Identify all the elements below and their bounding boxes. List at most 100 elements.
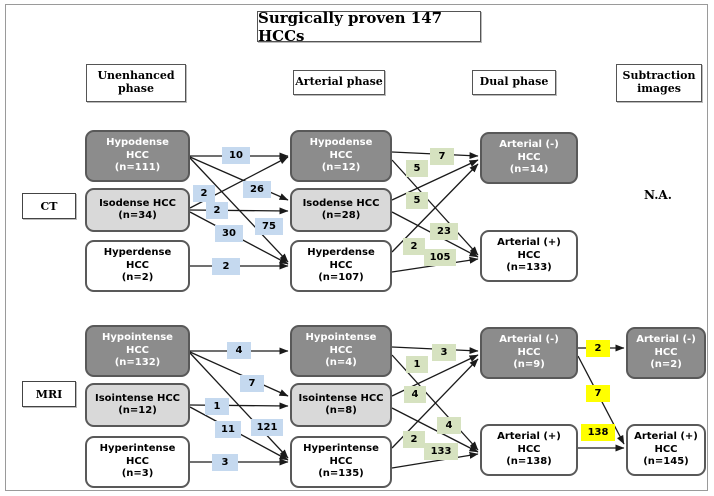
mri-edge-label-hyperintense-to-arterial-positive: 133 [424,443,458,460]
mri-edge-label-hyperintense-to-hyperintense: 3 [212,454,238,471]
ct-edge-label-isodense-to-arterial-positive: 23 [430,223,458,240]
node-line2: HCC [125,259,150,271]
node-line1: Arterial (-) [636,334,696,346]
ct-dual-arterial-positive[interactable]: Arterial (+) HCC (n=133) [480,230,578,282]
ct-edge-label-isodense-to-isodense: 2 [206,202,228,219]
mri-subtraction-arterial-negative[interactable]: Arterial (-) HCC (n=2) [626,327,706,379]
node-line1: Hyperintense [303,443,379,455]
mri-subtraction-arterial-positive[interactable]: Arterial (+) HCC (n=145) [626,424,706,476]
ct-unenhanced-isodense[interactable]: Isodense HCC (n=34) [85,188,190,232]
header-dual-phase: Dual phase [472,70,556,95]
node-line1: Isodense HCC [99,197,176,209]
node-line2: HCC [329,344,353,356]
header-arterial-label: Arterial phase [295,75,383,89]
node-count: (n=132) [114,357,161,369]
node-line2: HCC [329,259,353,271]
node-count: (n=12) [118,405,157,416]
mri-arterial-isointense[interactable]: Isointense HCC (n=8) [290,383,392,427]
node-line1: Hypodense [309,137,373,149]
node-count: (n=9) [513,359,545,371]
node-line1: Isodense HCC [302,197,380,209]
node-line1: Arterial (-) [499,139,559,151]
mri-arterial-hypointense[interactable]: Hypointense HCC (n=4) [290,325,392,377]
header-subtraction-line2: images [637,82,681,95]
mri-edge-label-isointense-to-arterial-negative: 4 [404,386,426,403]
node-count: (n=8) [325,405,357,416]
mri-edge-label-hypointense-to-isointense: 7 [240,375,264,392]
row-label-ct-text: CT [40,199,58,213]
header-unenhanced-phase: Unenhanced phase [86,64,186,102]
mri-unenhanced-isointense[interactable]: Isointense HCC (n=12) [85,383,190,427]
mri-edge-label-hypointense-to-hyperintense: 121 [251,419,283,436]
node-line1: Hypointense [102,332,173,344]
ct-edge-label-hypodense-to-arterial-positive: 5 [406,160,428,177]
node-line1: Isointense HCC [298,392,384,404]
node-line1: Hyperdense [307,247,375,259]
mri-edge-label-dual-positive-to-subtraction-positive: 138 [581,424,615,441]
mri-edge-label-hypointense-to-hypointense: 4 [227,342,251,359]
node-count: (n=4) [325,357,357,369]
mri-unenhanced-hypointense[interactable]: Hypointense HCC (n=132) [85,325,190,377]
ct-edge-label-hypodense-to-arterial-negative: 7 [430,148,454,165]
mri-edge-label-hypointense-to-arterial-positive: 1 [406,356,428,373]
mri-edge-label-dual-negative-to-subtraction-positive: 7 [586,385,610,402]
node-line1: Arterial (+) [497,431,561,443]
node-line1: Arterial (+) [497,237,561,249]
node-line2: HCC [125,149,150,161]
header-dual-label: Dual phase [479,75,549,89]
node-line1: Hyperdense [103,247,172,259]
node-line2: HCC [517,249,541,261]
node-line2: HCC [329,149,353,161]
row-label-ct: CT [22,193,76,219]
node-count: (n=135) [318,468,364,480]
node-count: (n=14) [509,164,549,176]
ct-edge-label-hyperdense-to-arterial-negative: 2 [403,238,425,255]
header-unenhanced-line2: phase [117,82,154,95]
node-count: (n=28) [321,210,361,221]
node-line1: Hypointense [305,332,377,344]
node-line1: Arterial (-) [499,334,559,346]
header-unenhanced-line1: Unenhanced [97,69,175,83]
node-line2: HCC [329,455,353,467]
ct-subtraction-not-applicable: N.A. [644,188,672,202]
node-count: (n=2) [650,359,682,371]
node-line2: HCC [125,455,150,467]
node-count: (n=3) [121,468,154,480]
ct-dual-arterial-negative[interactable]: Arterial (-) HCC (n=14) [480,132,578,184]
header-subtraction-images: Subtraction images [616,64,702,102]
ct-unenhanced-hyperdense[interactable]: Hyperdense HCC (n=2) [85,240,190,292]
header-arterial-phase: Arterial phase [293,70,385,95]
row-label-mri: MRI [22,381,76,407]
ct-edge-label-isodense-to-arterial-negative: 5 [406,192,428,209]
ct-arterial-hypodense[interactable]: Hypodense HCC (n=12) [290,130,392,182]
node-line1: Hypodense [106,137,169,149]
mri-edge-label-hyperintense-to-arterial-negative: 2 [403,431,425,448]
ct-arterial-hyperdense[interactable]: Hyperdense HCC (n=107) [290,240,392,292]
mri-edge-label-isointense-to-hyperintense: 11 [215,421,241,438]
node-count: (n=34) [118,210,157,221]
node-line2: HCC [517,346,541,358]
mri-arterial-hyperintense[interactable]: Hyperintense HCC (n=135) [290,436,392,488]
ct-edge-label-hyperdense-to-hyperdense: 2 [212,258,240,275]
ct-arterial-isodense[interactable]: Isodense HCC (n=28) [290,188,392,232]
mri-edge-label-dual-negative-to-subtraction-negative: 2 [586,340,610,357]
mri-dual-arterial-positive[interactable]: Arterial (+) HCC (n=138) [480,424,578,476]
mri-dual-arterial-negative[interactable]: Arterial (-) HCC (n=9) [480,327,578,379]
ct-edge-label-hypodense-to-isodense: 26 [243,181,271,198]
ct-edge-label-hypodense-to-hypodense: 10 [222,147,250,164]
ct-unenhanced-hypodense[interactable]: Hypodense HCC (n=111) [85,130,190,182]
node-count: (n=138) [506,456,552,468]
mri-edge-label-isointense-to-isointense: 1 [205,398,229,415]
node-count: (n=12) [321,162,361,174]
node-line2: HCC [517,151,541,163]
ct-edge-label-isodense-to-hypodense: 2 [193,185,215,202]
mri-unenhanced-hyperintense[interactable]: Hyperintense HCC (n=3) [85,436,190,488]
node-count: (n=2) [121,272,154,284]
ct-edge-label-isodense-to-hyperdense: 30 [215,225,243,242]
node-line2: HCC [654,443,678,455]
node-line2: HCC [654,346,678,358]
node-line1: Hyperintense [99,443,176,455]
mri-edge-label-hypointense-to-arterial-negative: 3 [432,344,456,361]
mri-edge-label-isointense-to-arterial-positive: 4 [437,417,461,434]
